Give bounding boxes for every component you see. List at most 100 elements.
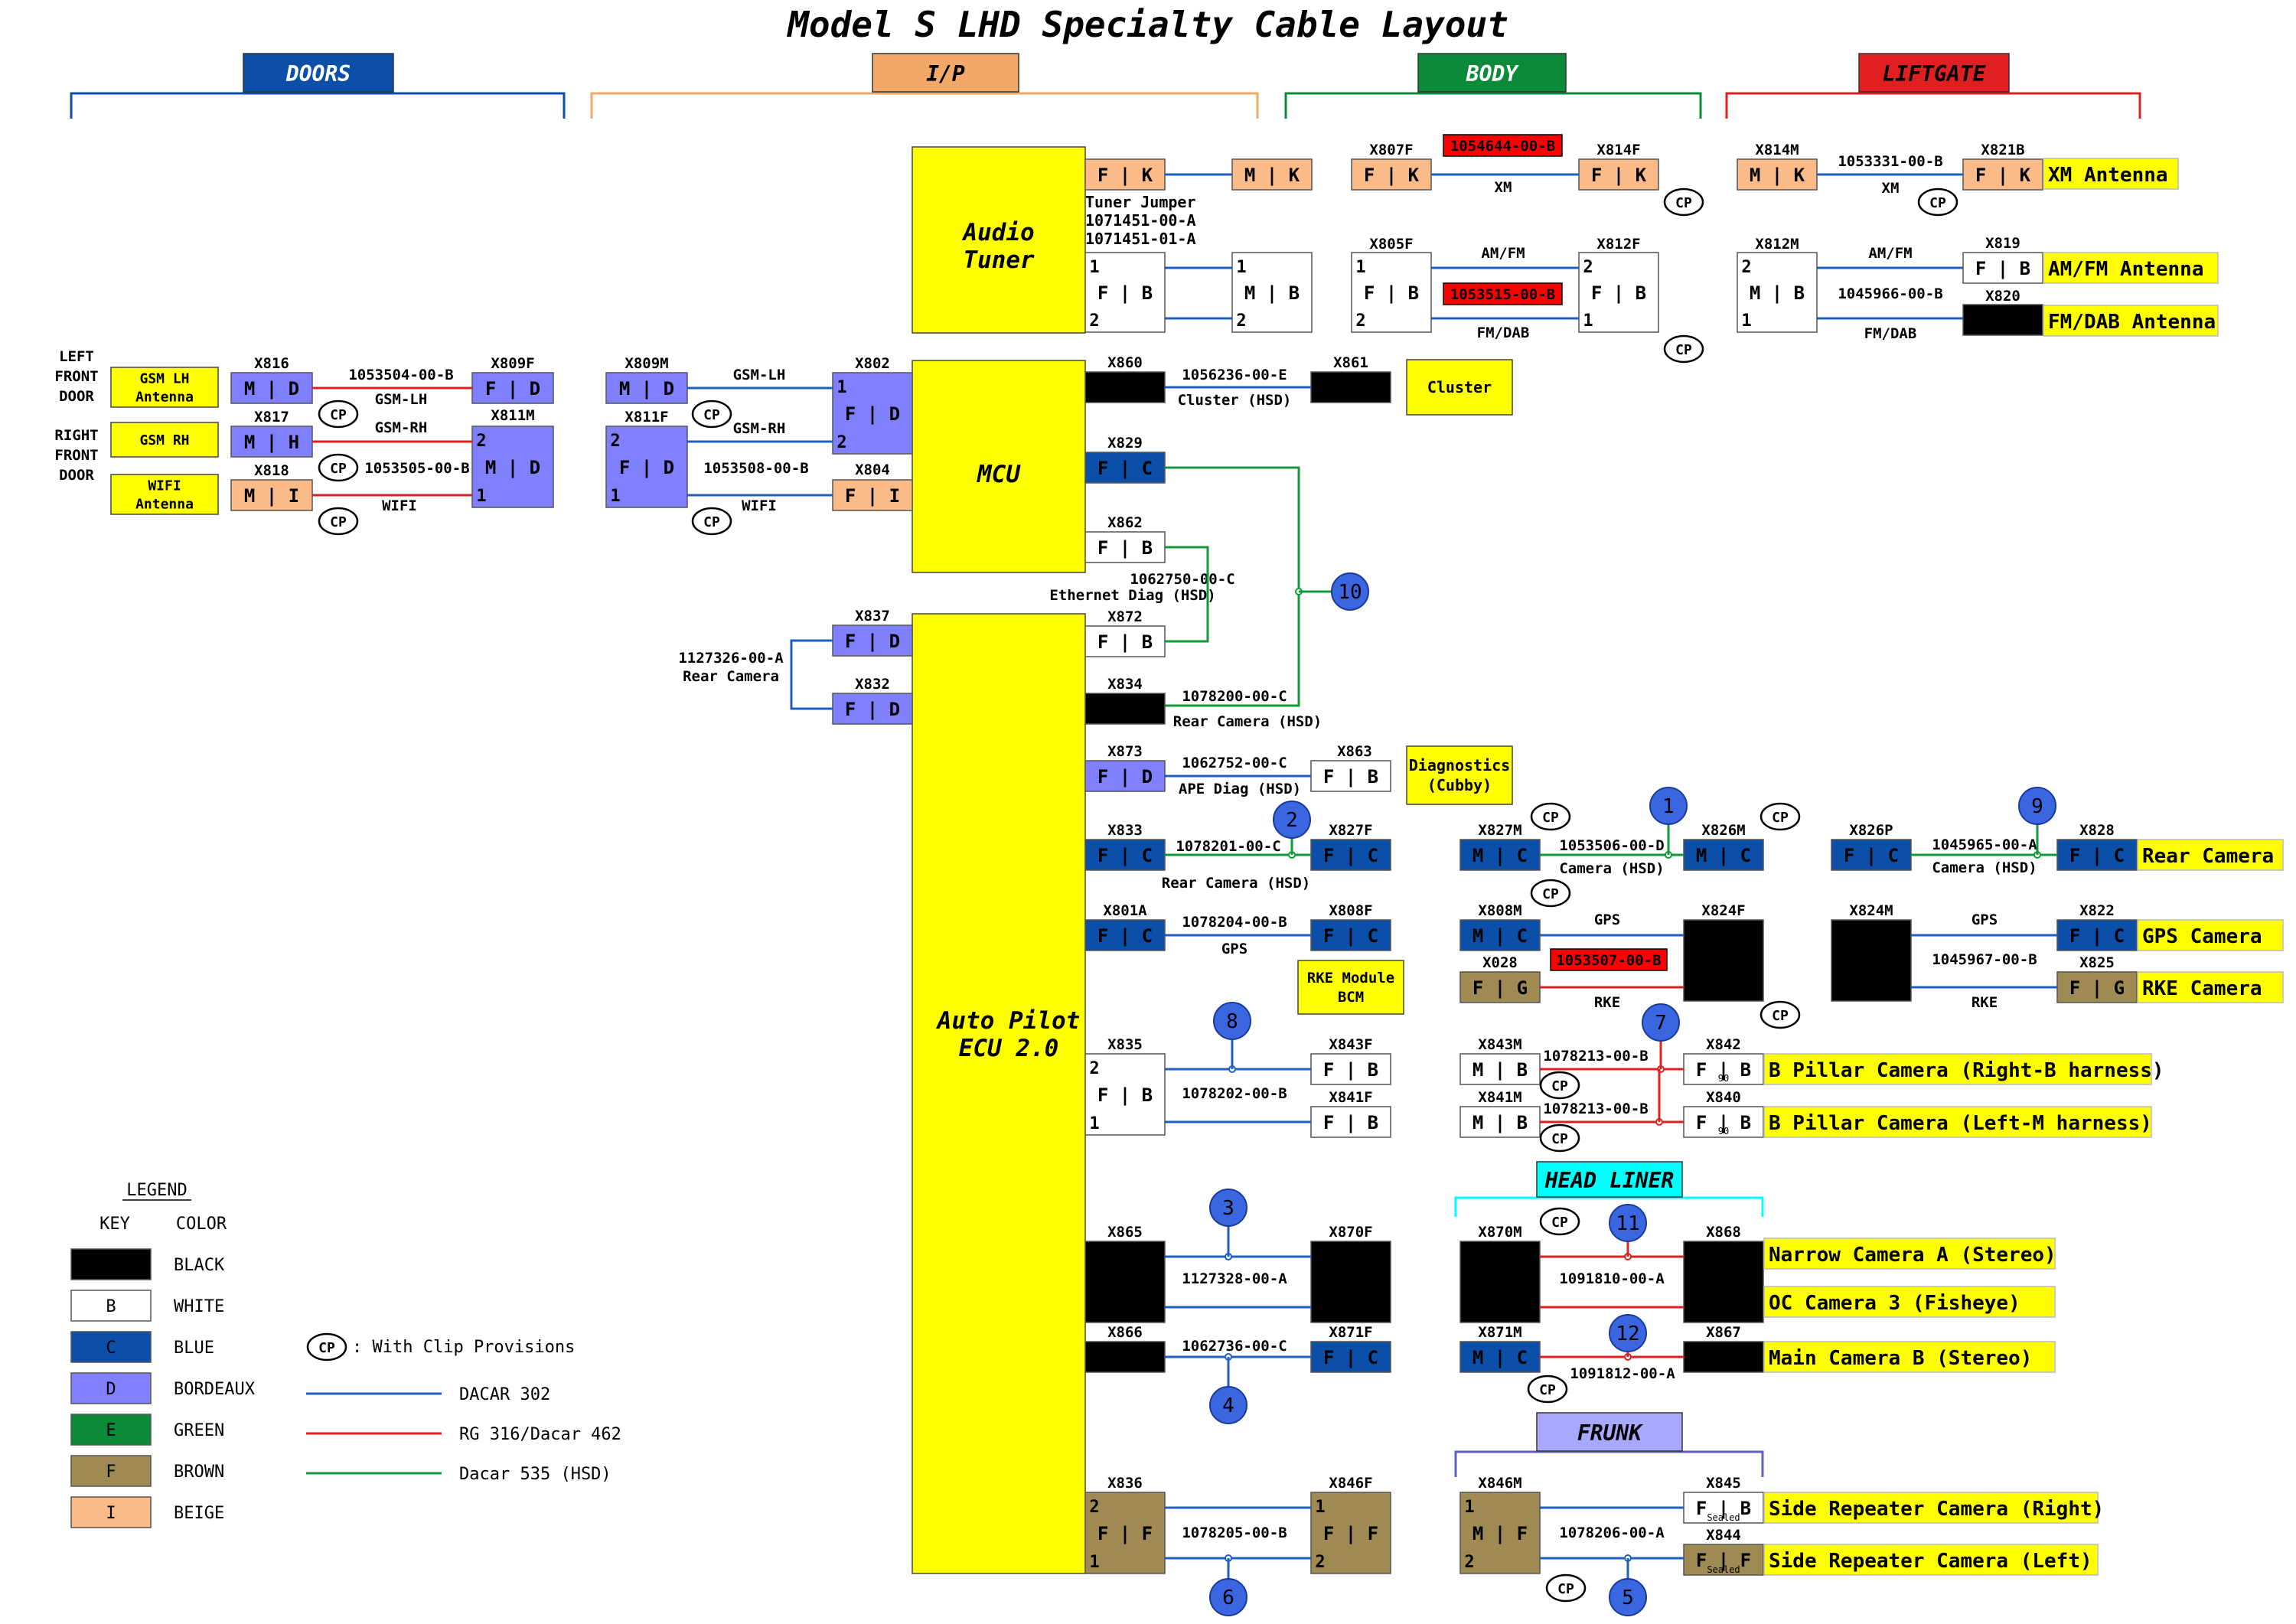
callout-number: 5	[1622, 1586, 1634, 1609]
device-label: RKE Camera	[2142, 977, 2262, 1000]
section-title: LIFTGATE	[1883, 61, 1987, 86]
clip-provision-label: CP	[1772, 810, 1789, 826]
connector-x870m	[1459, 1241, 1541, 1323]
cable-part: 1078205-00-B	[1182, 1525, 1287, 1541]
device-label: GPS Camera	[2142, 925, 2262, 948]
cable-part: 1054644-00-B	[1450, 138, 1555, 155]
device-label: B Pillar Camera (Left-M harness)	[1769, 1112, 2152, 1135]
connector-code: M | C	[1473, 925, 1528, 947]
connector-code: F | B	[1323, 1059, 1378, 1081]
connector-id: X843F	[1329, 1036, 1372, 1053]
module-label: Audio	[961, 219, 1034, 246]
cable-part-highlight	[1550, 948, 1668, 971]
legend-cp-note: : With Clip Provisions	[352, 1338, 575, 1357]
legend-key: D	[106, 1380, 116, 1399]
legend-color-header: COLOR	[176, 1215, 227, 1234]
door-label: FRONT	[54, 447, 98, 464]
connector-code: F | C	[2069, 925, 2125, 947]
cable-part: 1078204-00-B	[1182, 914, 1287, 931]
pin-number: 2	[1089, 1498, 1099, 1517]
section-bracket	[590, 92, 1259, 119]
clip-provision-label: CP	[1539, 1382, 1556, 1398]
connector-code: F | G	[2069, 977, 2125, 999]
connector-id: X821B	[1981, 142, 2024, 158]
connector-at4	[1231, 252, 1313, 333]
connector-x807f	[1351, 158, 1432, 191]
connector-code: F | C	[1097, 845, 1153, 866]
connector-x867	[1683, 1341, 1764, 1373]
door-label: LEFT	[59, 348, 94, 365]
legend-color-name: BROWN	[174, 1463, 224, 1482]
connector-x808f	[1310, 919, 1391, 951]
headliner-header	[1536, 1161, 1683, 1198]
connector-x828	[2056, 839, 2138, 871]
connector-code: F | B	[1696, 1498, 1751, 1519]
connector-id: X829	[1107, 435, 1143, 452]
section-bracket	[1284, 92, 1702, 119]
device-label-box	[2137, 971, 2284, 1003]
cable-part: Tuner Jumper	[1085, 193, 1196, 211]
connector-id: X843M	[1478, 1036, 1521, 1053]
connector-id: X826P	[1849, 822, 1893, 839]
pin-number: 2	[1315, 1247, 1325, 1266]
pin-number: 1	[1315, 1498, 1325, 1517]
sealed-note: Sealed	[1707, 1512, 1740, 1523]
connector-x841f	[1310, 1106, 1391, 1138]
connector-id: X817	[254, 409, 289, 426]
legend-wire-name: DACAR 302	[459, 1385, 550, 1404]
pin-number: 1	[1835, 980, 1845, 1000]
cable-part: 1127326-00-A	[678, 650, 784, 667]
cable-desc: GSM-RH	[733, 420, 786, 437]
connector-id: X832	[855, 676, 890, 693]
legend-color-name: BLACK	[174, 1256, 225, 1275]
connector-id: X871M	[1478, 1324, 1521, 1341]
pin-number: 1	[1315, 1302, 1325, 1321]
pin-number: 1	[837, 378, 846, 397]
cable-desc: 1071451-00-A	[1085, 211, 1196, 230]
callout-number: 3	[1222, 1197, 1234, 1220]
connector-code: F | B	[1097, 537, 1153, 559]
connector-code: M | K	[1750, 165, 1805, 186]
connector-id: X804	[855, 461, 890, 478]
section-title: I/P	[926, 61, 965, 86]
cable-desc: Cluster (HSD)	[1178, 392, 1292, 409]
cable-part: 1078201-00-C	[1176, 838, 1280, 855]
device-label: Antenna	[135, 389, 194, 405]
device-label-box	[1763, 1341, 2056, 1373]
connector-id: X812F	[1596, 236, 1640, 253]
connector-code: F | B	[1975, 258, 2030, 279]
connector-code: M | F	[1473, 1523, 1528, 1544]
pin-number: 2	[1688, 1247, 1698, 1266]
connector-code: F | B	[1097, 631, 1153, 653]
device-box	[1406, 359, 1513, 416]
callout-circle	[1609, 1204, 1647, 1242]
angle-note: 90	[1718, 1361, 1729, 1371]
connector-id: X808F	[1329, 902, 1372, 919]
connector-x802	[832, 372, 913, 455]
connector-code: F | B	[1591, 282, 1646, 304]
connector-id: X818	[254, 462, 289, 479]
device-label: Main Camera B (Stereo)	[1769, 1347, 2032, 1370]
device-label: Rear Camera	[2142, 845, 2274, 868]
legend-key: E	[106, 1421, 116, 1440]
clip-provision-marker	[1760, 1000, 1801, 1029]
connector-code: M | I	[244, 485, 299, 507]
callout-circle	[1209, 1189, 1247, 1227]
pin-number: 2	[1835, 925, 1845, 944]
connector-x860	[1084, 371, 1166, 403]
cable-part: 1053515-00-B	[1450, 286, 1555, 303]
legend-key: B	[106, 1297, 116, 1316]
connector-code: F | K	[1097, 165, 1153, 186]
connector-code: F | A	[1097, 377, 1153, 399]
connector-id: X842	[1706, 1036, 1741, 1053]
clip-provision-label: CP	[330, 514, 347, 530]
connector-id: X801A	[1103, 902, 1147, 919]
cable-wire	[790, 639, 833, 710]
connector-id: X805F	[1369, 236, 1413, 253]
pin-number: 2	[1089, 311, 1099, 331]
connector-x840	[1683, 1106, 1764, 1138]
device-label: RKE Module	[1307, 970, 1394, 986]
cable-desc2: RKE	[1971, 994, 1998, 1011]
connector-x816	[230, 372, 313, 404]
callout-number: 12	[1616, 1322, 1639, 1345]
